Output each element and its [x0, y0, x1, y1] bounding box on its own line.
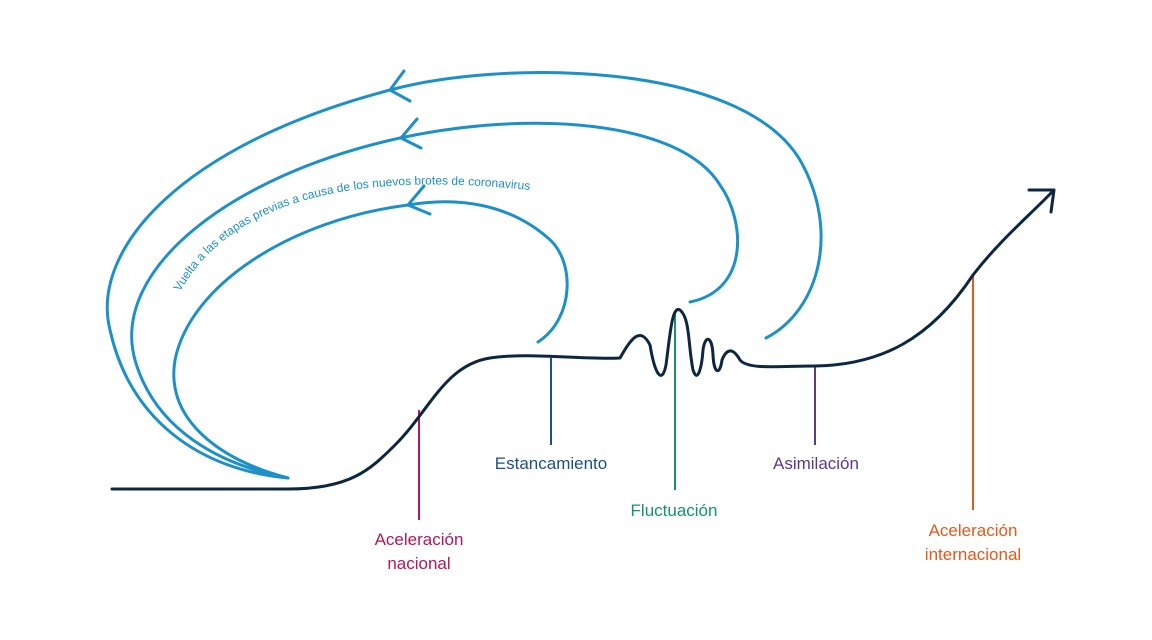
- label-aceleracion-internacional: Aceleración internacional: [893, 519, 1053, 567]
- label-asimilacion: Asimilación: [736, 452, 896, 476]
- label-fluctuacion: Fluctuación: [594, 499, 754, 523]
- label-aceleracion-nacional-line1: Aceleración: [374, 530, 464, 549]
- main-trajectory: [110, 190, 1054, 491]
- outer-loop-arrowhead: [388, 69, 412, 103]
- middle-return-loop: [130, 121, 740, 480]
- label-aceleracion-nacional-line2: nacional: [387, 554, 451, 573]
- main-curve: [110, 188, 1056, 491]
- label-estancamiento-text: Estancamiento: [494, 454, 608, 473]
- loop-caption: Vuelta a las etapas previas a causa de l…: [171, 174, 532, 294]
- label-aceleracion-nacional: Aceleración nacional: [339, 528, 499, 576]
- middle-loop-arrowhead: [399, 117, 423, 150]
- inner-return-loop: [172, 200, 569, 480]
- main-arrowhead: [1027, 188, 1056, 214]
- return-loops: [105, 69, 823, 480]
- label-asimilacion-text: Asimilación: [773, 454, 859, 473]
- label-aceleracion-internacional-line1: Aceleración: [928, 521, 1018, 540]
- loop-caption-path: Vuelta a las etapas previas a causa de l…: [171, 174, 532, 294]
- inner-loop-arrowhead: [406, 184, 432, 216]
- stage-markers: [418, 275, 974, 520]
- label-fluctuacion-text: Fluctuación: [630, 501, 718, 520]
- label-estancamiento: Estancamiento: [471, 452, 631, 476]
- label-aceleracion-internacional-line2: internacional: [924, 545, 1022, 564]
- outer-return-loop: [105, 71, 823, 480]
